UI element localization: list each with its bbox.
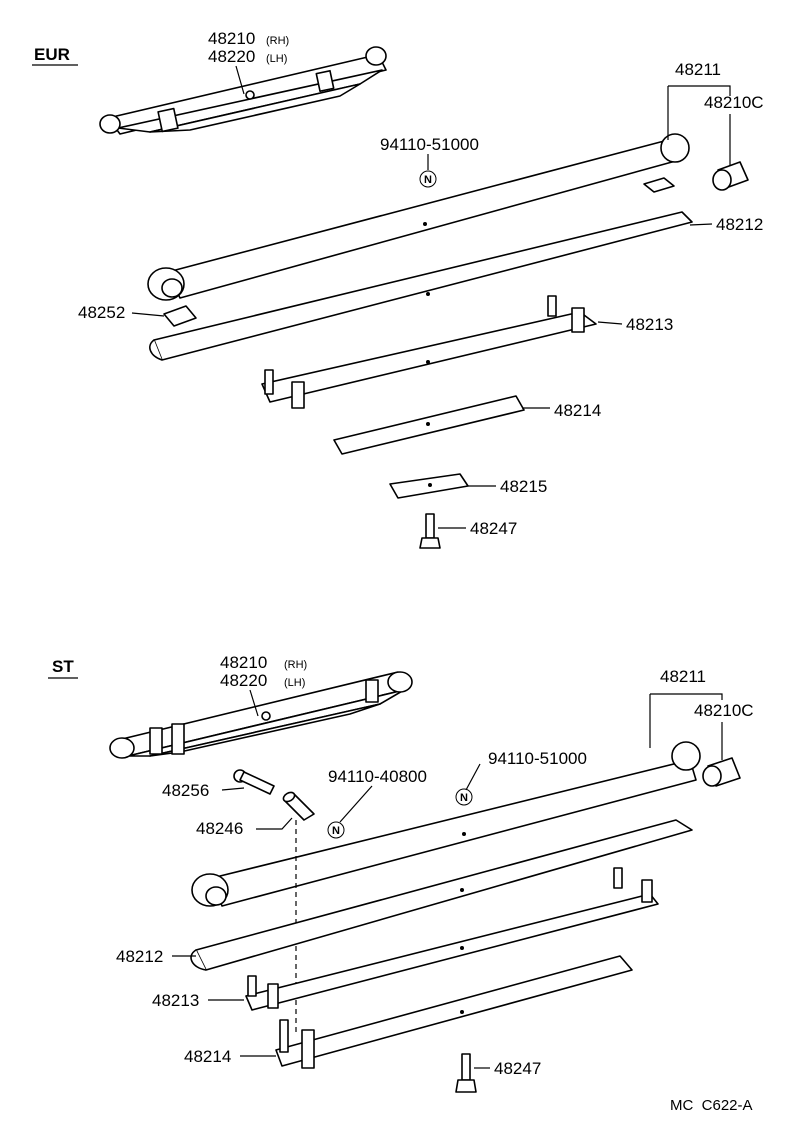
eur-leaf-no4-number: 48214 [554, 401, 601, 420]
st-spring-lh-side: (LH) [284, 677, 305, 689]
eur-note-symbol: N [424, 174, 432, 186]
eur-leaf-no2-number: 48212 [716, 215, 763, 234]
eur-leaf-no1-leader [667, 85, 731, 140]
eur-spacer-drawing [389, 473, 469, 499]
eur-leaf-no2-leader [689, 223, 713, 226]
eur-leaf-no2-drawing [149, 211, 693, 361]
st-leaf-no2-drawing [190, 819, 693, 971]
st-leaf-no1-leader [649, 693, 723, 748]
st-leaf-no2-number: 48212 [116, 947, 163, 966]
eur-leaf-no3-drawing [261, 295, 597, 409]
st-center-bolt-drawing [455, 1053, 477, 1093]
eur-insert-drawing [163, 305, 197, 327]
eur-bushing-note-number: 94110-51000 [380, 135, 479, 154]
section-title-eur: EUR [34, 45, 70, 64]
st-spacer-tube-leader [256, 817, 293, 830]
st-spacer-tube-number: 48246 [196, 819, 243, 838]
eur-leaf-no1-number: 48211 [675, 60, 721, 79]
eur-center-bolt-number: 48247 [470, 519, 517, 538]
st-clip-bolt-drawing [233, 769, 275, 795]
st-clip-note-circle-icon [327, 821, 345, 839]
st-spring-rh-number: 48210 [220, 653, 267, 672]
eur-spring-assembly-drawing [99, 46, 387, 135]
eur-spring-lh-side: (LH) [266, 53, 287, 65]
st-clip-bolt-leader [221, 787, 245, 791]
st-leaf-no3-number: 48213 [152, 991, 199, 1010]
eur-spring-rh-side: (RH) [266, 35, 289, 47]
st-spring-rh-side: (RH) [284, 659, 307, 671]
eur-leaf-no3-leader [597, 321, 623, 325]
st-spacer-tube-drawing [282, 791, 315, 821]
st-spring-leader [249, 689, 259, 717]
eur-leaf-no3-number: 48213 [626, 315, 673, 334]
eur-leaf-no4-drawing [333, 395, 525, 455]
st-clip-bolt-number: 48256 [162, 781, 209, 800]
st-spring-lh-number: 48220 [220, 671, 267, 690]
eur-bushing-number: 48210C [704, 93, 764, 112]
eur-insert-leader [131, 312, 165, 317]
eur-insert-upper-drawing [643, 177, 675, 193]
st-spring-assembly-drawing [109, 671, 413, 759]
eur-spacer-number: 48215 [500, 477, 547, 496]
st-clip-note-symbol: N [332, 825, 340, 837]
st-leaf-no3-drawing [245, 867, 659, 1011]
st-center-bolt-number: 48247 [494, 1059, 541, 1078]
st-clip-note-number: 94110-40800 [328, 767, 427, 786]
st-clip-note-leader [339, 785, 373, 823]
st-bushing-note-number: 94110-51000 [488, 749, 587, 768]
figure-code: MC C622-A [670, 1097, 753, 1114]
st-leaf-no1-drawing [191, 741, 701, 907]
eur-spring-lh-number: 48220 [208, 47, 255, 66]
eur-center-bolt-drawing [419, 513, 441, 549]
section-title-st: ST [52, 657, 74, 676]
st-leaf-no4-number: 48214 [184, 1047, 231, 1066]
st-bushing-drawing [702, 757, 741, 787]
st-bushing-note-symbol: N [460, 792, 468, 804]
st-leaf-no1-number: 48211 [660, 667, 706, 686]
eur-bushing-drawing [712, 161, 749, 191]
eur-spring-leader [235, 65, 245, 95]
eur-spring-rh-number: 48210 [208, 29, 255, 48]
eur-insert-number: 48252 [78, 303, 125, 322]
st-bushing-note-circle-icon [455, 788, 473, 806]
st-leaf-no4-drawing [275, 955, 633, 1069]
st-bushing-number: 48210C [694, 701, 754, 720]
eur-note-circle-icon [419, 170, 437, 188]
eur-leaf-no1-drawing [147, 133, 690, 301]
st-bushing-note-leader [465, 763, 481, 791]
